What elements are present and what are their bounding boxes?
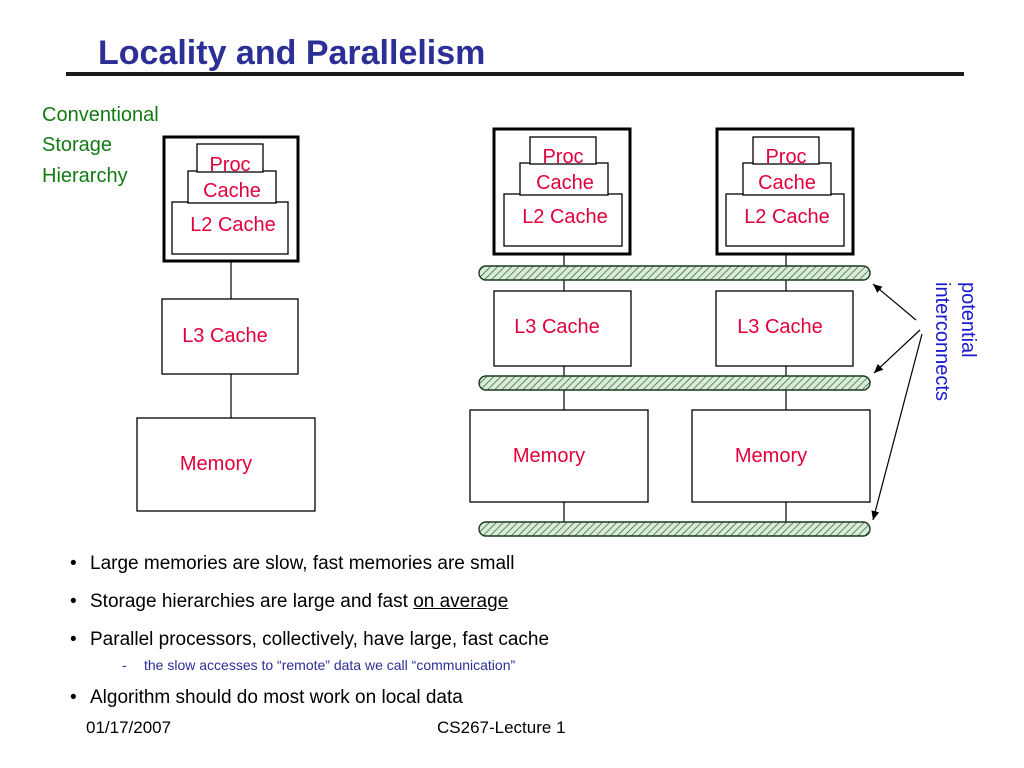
- bullet-underlined-text: on average: [413, 591, 509, 612]
- bullet-item: Storage hierarchies are large and fast o…: [66, 590, 549, 614]
- bullet-text: Large memories are slow, fast memories a…: [90, 553, 515, 574]
- conventional-label-line-2: Storage: [42, 134, 112, 156]
- l2-cache-box: [725, 193, 845, 247]
- arrow-to-top-bus: [872, 283, 917, 321]
- cache-box: [187, 170, 277, 204]
- interconnect-label-line-1: potential: [957, 282, 979, 358]
- memory-box: [469, 409, 649, 503]
- proc-label: Proc: [209, 154, 250, 176]
- l3-cache-box: [715, 290, 854, 367]
- proc-box: [752, 136, 820, 165]
- interconnect-arrows: [871, 283, 923, 521]
- proc-label: Proc: [765, 146, 806, 168]
- footer-date: 01/17/2007: [86, 718, 172, 737]
- bullet-text: Storage hierarchies are large and fast: [90, 591, 414, 612]
- memory-box: [691, 409, 871, 503]
- l2-cache-label: L2 Cache: [190, 214, 276, 236]
- bullet-text: Parallel processors, collectively, have …: [90, 629, 550, 650]
- cache-box: [742, 162, 832, 196]
- memory-label: Memory: [180, 453, 252, 475]
- parallel-node-2: Proc Cache L2 Cache L3 Cache Memory: [691, 127, 871, 522]
- memory-box: [136, 417, 316, 512]
- arrow-to-middle-bus: [873, 329, 921, 374]
- interconnect-label: potential interconnects: [931, 282, 979, 401]
- l2-cache-label: L2 Cache: [744, 206, 830, 228]
- interconnect-bus-middle: [478, 375, 871, 391]
- slide-title: Locality and Parallelism: [98, 34, 486, 72]
- cache-label: Cache: [203, 180, 261, 202]
- title-underline: [66, 72, 964, 76]
- bullet-item: Large memories are slow, fast memories a…: [66, 552, 549, 576]
- bullet-item: Parallel processors, collectively, have …: [66, 628, 549, 652]
- footer-course: CS267-Lecture 1: [437, 718, 566, 737]
- memory-label: Memory: [735, 445, 807, 467]
- arrow-to-bottom-bus: [871, 333, 923, 521]
- conventional-label-line-3: Hierarchy: [42, 165, 128, 187]
- bullet-item: Algorithm should do most work on local d…: [66, 686, 549, 710]
- l3-cache-label: L3 Cache: [514, 316, 600, 338]
- bullet-list: Large memories are slow, fast memories a…: [66, 552, 549, 724]
- sub-bullet-item: the slow accesses to “remote” data we ca…: [66, 656, 549, 674]
- proc-box: [196, 143, 264, 173]
- bullet-text: Algorithm should do most work on local d…: [90, 687, 463, 708]
- sub-bullet-text: the slow accesses to “remote” data we ca…: [144, 657, 516, 673]
- parallel-node-1: Proc Cache L2 Cache L3 Cache Memory: [469, 127, 649, 522]
- memory-label: Memory: [513, 445, 585, 467]
- conventional-label-line-1: Conventional: [42, 104, 159, 126]
- proc-label: Proc: [542, 146, 583, 168]
- l2-cache-label: L2 Cache: [522, 206, 608, 228]
- cache-label: Cache: [536, 172, 594, 194]
- l2-cache-box: [503, 193, 623, 247]
- cache-box: [519, 162, 609, 196]
- cache-label: Cache: [758, 172, 816, 194]
- conventional-hierarchy: Proc Cache L2 Cache L3 Cache Memory: [136, 135, 316, 512]
- interconnect-bus-top: [478, 265, 871, 281]
- l3-cache-label: L3 Cache: [182, 325, 268, 347]
- interconnect-label-line-2: interconnects: [931, 282, 953, 401]
- l3-cache-box: [493, 290, 632, 367]
- interconnect-bus-bottom: [478, 521, 871, 537]
- proc-box: [529, 136, 597, 165]
- conventional-hierarchy-label: Conventional Storage Hierarchy: [42, 104, 159, 187]
- l3-cache-box: [161, 298, 299, 375]
- l3-cache-label: L3 Cache: [737, 316, 823, 338]
